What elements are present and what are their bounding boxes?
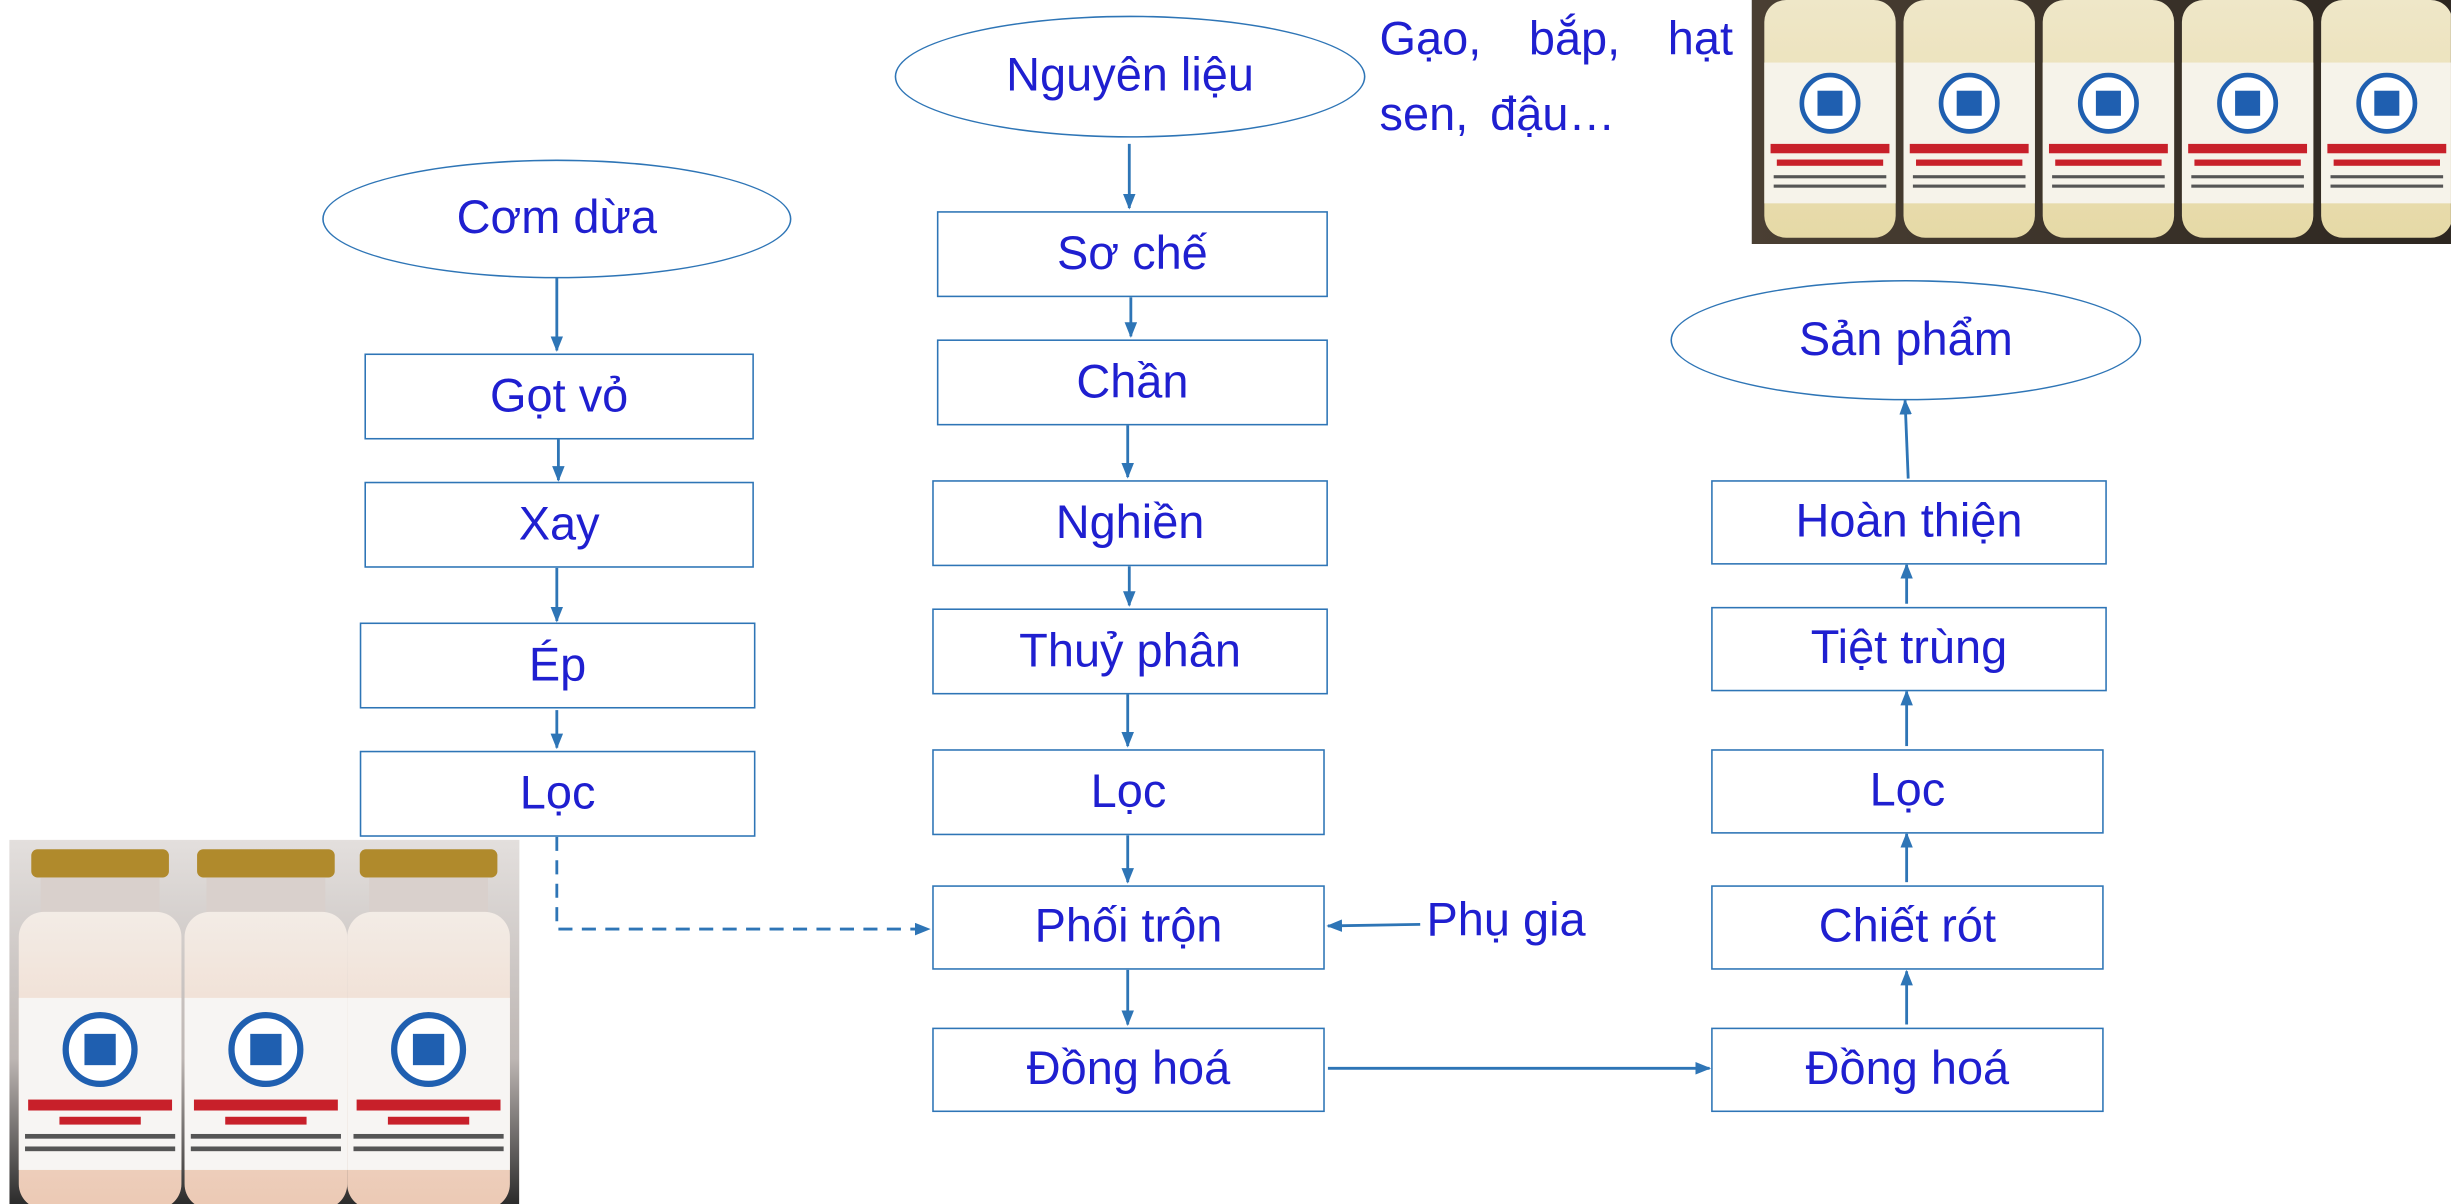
center-step-hydrolysis: Thuỷ phân [932, 608, 1328, 695]
product-end: Sản phẩm [1670, 279, 2142, 401]
left-step-filter-label: Lọc [519, 767, 596, 819]
ingredients-note-line2: sen, đậu… [1380, 89, 1616, 142]
center-step-blanch: Chần [936, 339, 1328, 426]
center-step-preprocess-label: Sơ chế [1057, 227, 1208, 280]
raw-material-start: Nguyên liệu [894, 15, 1366, 138]
center-step-hydrolysis-label: Thuỷ phân [1019, 624, 1241, 677]
ingredients-note-line1: Gạo, bắp, hạt [1380, 14, 1733, 67]
center-step-mixing: Phối trộn [932, 885, 1325, 970]
right-step-filter-label: Lọc [1869, 764, 1946, 817]
coconut-meat-start: Cơm dừa [322, 159, 792, 279]
left-step-press-label: Ép [528, 638, 587, 691]
corn-coconut-milk-photo [1751, 0, 2451, 244]
center-step-mill-label: Nghiền [1055, 496, 1205, 549]
right-step-sterilize: Tiệt trùng [1711, 606, 2107, 692]
raw-material-label: Nguyên liệu [1006, 50, 1254, 102]
left-step-peel-label: Gọt vỏ [490, 369, 629, 422]
center-step-filter-label: Lọc [1090, 765, 1167, 818]
right-step-finish: Hoàn thiện [1711, 480, 2107, 565]
center-step-mixing-label: Phối trộn [1034, 900, 1223, 953]
top-bottles [1764, 0, 2451, 238]
ingredient-word: sen, [1379, 89, 1469, 141]
center-step-filter: Lọc [932, 749, 1325, 836]
left-step-press: Ép [359, 622, 756, 709]
right-step-filter: Lọc [1711, 749, 2104, 834]
center-step-homogenize-label: Đồng hoá [1026, 1043, 1231, 1095]
right-step-finish-label: Hoàn thiện [1795, 495, 2023, 548]
coconut-meat-label: Cơm dừa [456, 192, 658, 244]
center-step-mill: Nghiền [932, 480, 1328, 567]
right-step-filling-label: Chiết rót [1818, 900, 1997, 953]
ingredient-word: hạt [1667, 14, 1734, 66]
ingredient-word: đậu… [1490, 89, 1616, 141]
ingredient-word: Gạo, [1379, 14, 1482, 66]
right-step-sterilize-label: Tiệt trùng [1810, 622, 2008, 675]
left-step-filter: Lọc [359, 750, 756, 837]
corn-coconut-milk-bottles [1751, 0, 2451, 244]
left-step-grind-label: Xay [518, 498, 600, 550]
rice-milk-photo [9, 839, 520, 1204]
center-step-homogenize: Đồng hoá [932, 1027, 1325, 1113]
center-step-blanch-label: Chần [1076, 355, 1189, 408]
left-step-peel: Gọt vỏ [364, 353, 754, 440]
right-step-homogenize-label: Đồng hoá [1805, 1043, 2010, 1095]
ingredient-word: bắp, [1528, 14, 1621, 66]
product-label: Sản phẩm [1798, 313, 2013, 366]
left-step-grind: Xay [364, 481, 754, 568]
additive-label: Phụ gia [1426, 894, 1586, 947]
right-step-homogenize: Đồng hoá [1711, 1027, 2104, 1113]
center-step-preprocess: Sơ chế [936, 211, 1328, 298]
right-step-filling: Chiết rót [1711, 885, 2104, 970]
rice-milk-bottles [9, 839, 520, 1204]
